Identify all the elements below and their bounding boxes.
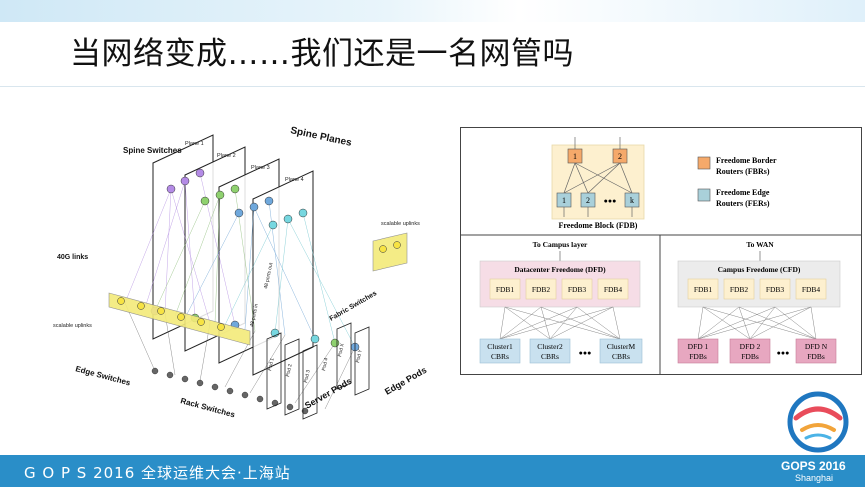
legend-fbr-swatch	[697, 156, 711, 170]
fabric-network-diagram: Plane 1 Plane 2 Plane 3 Plane 4	[53, 125, 428, 420]
fabric-switches-label: Fabric Switches	[329, 290, 379, 323]
edge-pods-label: Edge Pods	[383, 365, 428, 397]
slide-title: 当网络变成……我们还是一名网管吗	[70, 36, 574, 72]
ports-out-label: 48 ports out	[263, 262, 274, 290]
top-banner	[0, 0, 865, 22]
legend-fbr-line2: Routers (FBRs)	[716, 167, 770, 176]
logo-name: GOPS 2016	[781, 459, 846, 473]
rack-switch-nodes	[151, 367, 309, 415]
logo-city: Shanghai	[795, 473, 834, 483]
fer-node-2	[580, 192, 596, 208]
cluster1-line2: CBRs	[491, 352, 509, 361]
freedome-diagram: 1 2 1 2 k ●●● Freedome Block (FDB) Freed…	[460, 127, 862, 375]
dfd1-line2: FDBs	[689, 352, 707, 361]
dfd-ellipsis: ●●●	[777, 349, 790, 357]
fbr-node-2	[612, 148, 628, 164]
cfd-title: Campus Freedome (CFD)	[718, 265, 801, 274]
cfd-fdb2: FDB2	[730, 285, 749, 294]
dfd2-line2: FDBs	[741, 352, 759, 361]
cfd-fdb4: FDB4	[802, 285, 821, 294]
legend-fer-line2: Routers (FERs)	[716, 199, 770, 208]
scalable-uplinks-right-label: scalable uplinks	[381, 221, 420, 227]
dfd-fdb4: FDB4	[604, 285, 623, 294]
links-40g-label: 40G links	[57, 254, 88, 261]
clusterm-line2: CBRs	[612, 352, 630, 361]
spine-switch-nodes	[166, 168, 308, 230]
pod-3-label: Pod 3	[303, 369, 312, 383]
fer-node-1	[556, 192, 572, 208]
plane-3-label: Plane 3	[251, 165, 270, 171]
dfdn-line1: DFD N	[805, 342, 828, 351]
cfd-fdb3: FDB3	[766, 285, 785, 294]
fer-node-2-label: 2	[586, 196, 590, 205]
pod-1-label: Pod 1	[267, 357, 276, 371]
spine-planes-label: Spine Planes	[289, 125, 353, 149]
fer-node-1-label: 1	[562, 196, 566, 205]
title-divider	[0, 86, 865, 87]
plane-4-label: Plane 4	[285, 177, 304, 183]
edge-uplink-bar-right	[372, 232, 408, 272]
cfd-top-label: To WAN	[746, 240, 774, 249]
pod-4-label: Pod 4	[321, 357, 330, 371]
dfd-top-label: To Campus layer	[533, 240, 588, 249]
plane-1-label: Plane 1	[185, 141, 204, 147]
spine-plane-panels	[152, 134, 314, 376]
cluster1-line1: Cluster1	[487, 342, 513, 351]
fdb-caption: Freedome Block (FDB)	[559, 221, 638, 230]
fer-node-k	[624, 192, 640, 208]
rack-switches-label: Rack Switches	[179, 396, 236, 419]
footer-event-text: G O P S 2016 全球运维大会·上海站	[24, 464, 291, 482]
clusterm-line1: ClusterM	[607, 342, 636, 351]
dfd2-line1: DFD 2	[740, 342, 761, 351]
legend-fbr-line1: Freedome Border	[716, 156, 777, 165]
pod-2-label: Pod 2	[285, 363, 294, 377]
footer-bar	[0, 455, 865, 487]
fer-node-k-label: k	[630, 196, 634, 205]
dfd-fdb2: FDB2	[532, 285, 551, 294]
cfd-fdb1: FDB1	[694, 285, 713, 294]
edge-switches-label: Edge Switches	[74, 364, 131, 387]
spine-switches-label: Spine Switches	[123, 146, 182, 155]
pod-y-label: Pod Y	[355, 348, 364, 363]
dfdn-line2: FDBs	[807, 352, 825, 361]
fbr-node-1-label: 1	[573, 152, 577, 161]
legend-fer-line1: Freedome Edge	[716, 188, 770, 197]
fbr-node-2-label: 2	[618, 152, 622, 161]
dfd-fdb1: FDB1	[496, 285, 515, 294]
cluster2-line2: CBRs	[541, 352, 559, 361]
scalable-uplinks-left-label: scalable uplinks	[53, 323, 92, 329]
fdb-block	[551, 144, 645, 220]
ports-in-label: 48 ports in	[249, 303, 260, 327]
edge-switch-nodes	[117, 241, 401, 331]
dfd-fdb3: FDB3	[568, 285, 587, 294]
cluster2-line1: Cluster2	[537, 342, 563, 351]
fer-ellipsis: ●●●	[604, 197, 617, 205]
plane-2-label: Plane 2	[217, 153, 236, 159]
dfd-title: Datacenter Freedome (DFD)	[514, 265, 606, 274]
pod-panels	[266, 322, 370, 420]
pod-x-label: Pod X	[337, 342, 346, 357]
cluster-ellipsis: ●●●	[579, 349, 592, 357]
dfd1-line1: DFD 1	[688, 342, 709, 351]
legend-fer-swatch	[697, 188, 711, 202]
server-pods-label: Server Pods	[303, 376, 353, 411]
fbr-node-1	[567, 148, 583, 164]
gops-logo-icon	[787, 391, 849, 453]
